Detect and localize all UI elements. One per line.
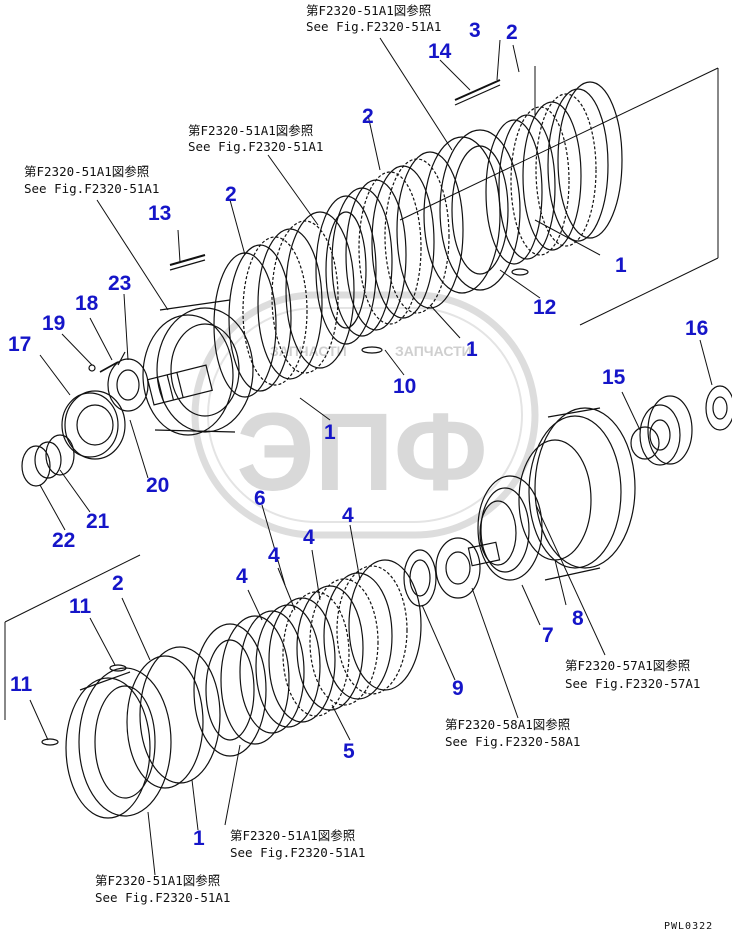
callout-6: 6: [254, 487, 266, 510]
callout-13: 13: [148, 202, 171, 225]
reference-labels: 第F2320-51A1図参照 See Fig.F2320-51A1 第F2320…: [24, 3, 700, 905]
clutch-pack-middle: [315, 151, 464, 354]
callout-11-b: 11: [10, 673, 33, 696]
callout-2-upper-left: 2: [225, 183, 237, 206]
callout-20: 20: [146, 474, 169, 497]
ref-jp-5: 第F2320-58A1図参照: [445, 717, 570, 732]
callout-5: 5: [343, 740, 355, 763]
lower-assembly: [4, 554, 422, 819]
callout-15: 15: [602, 366, 626, 389]
callout-21: 21: [86, 510, 110, 533]
callout-1-top-right: 1: [615, 254, 627, 277]
callout-2-lower: 2: [112, 572, 124, 595]
callout-22: 22: [52, 529, 75, 552]
housing-upper: [423, 79, 529, 294]
callout-11-a: 11: [69, 595, 92, 618]
gear-15: [630, 395, 693, 466]
small-parts-cluster: [21, 351, 149, 487]
callout-4-d: 4: [236, 565, 248, 588]
watermark-left-text: ЗАПЧАСТИ: [270, 343, 347, 359]
drawing-code: PWL0322: [664, 921, 713, 932]
callout-12: 12: [533, 296, 556, 319]
callout-4-b: 4: [303, 526, 315, 549]
shaft-spline: [147, 364, 213, 406]
clutch-pack-lower: [193, 559, 422, 757]
ref-en-1: See Fig.F2320-51A1: [306, 19, 441, 34]
callout-2-top: 2: [506, 21, 518, 44]
callout-2-upper-mid: 2: [362, 105, 374, 128]
ref-jp-4: 第F2320-57A1図参照: [565, 658, 690, 673]
ref-jp-6: 第F2320-51A1図参照: [230, 828, 355, 843]
ref-jp-1: 第F2320-51A1図参照: [306, 3, 431, 18]
ref-en-5: See Fig.F2320-58A1: [445, 734, 580, 749]
callout-23: 23: [108, 272, 131, 295]
housing-main-left: [142, 254, 254, 436]
callout-7: 7: [542, 624, 554, 647]
ref-en-2: See Fig.F2320-51A1: [188, 139, 323, 154]
callout-3: 3: [469, 19, 481, 42]
callout-14: 14: [428, 40, 452, 63]
ref-jp-7: 第F2320-51A1図参照: [95, 873, 220, 888]
ref-en-6: See Fig.F2320-51A1: [230, 845, 365, 860]
upper-assembly: [21, 67, 719, 487]
callout-4-a: 4: [342, 504, 354, 527]
bearing-16: [705, 385, 732, 431]
leader-lines: [29, 37, 713, 876]
ref-en-3: See Fig.F2320-51A1: [24, 181, 159, 196]
callout-4-c: 4: [268, 544, 280, 567]
watermark: ЭПФ ЗАПЧАСТИ ЗАПЧАСТИ: [191, 291, 539, 539]
callout-16: 16: [685, 317, 708, 340]
ref-en-4: See Fig.F2320-57A1: [565, 676, 700, 691]
clutch-pack-top-right: [485, 81, 623, 265]
callout-9: 9: [452, 677, 464, 700]
piston-7: [477, 475, 543, 581]
callout-18: 18: [75, 292, 99, 315]
callout-1-bottom: 1: [193, 827, 205, 850]
callout-1-mid: 1: [466, 338, 478, 361]
ref-jp-2: 第F2320-51A1図参照: [188, 123, 313, 138]
callout-numbers: 3 2 14 2 13 2 23 18 19 17 12 1 1 10 1 16…: [8, 19, 708, 850]
watermark-logo: ЭПФ: [236, 391, 487, 514]
watermark-right-text: ЗАПЧАСТИ: [395, 343, 472, 359]
ref-jp-3: 第F2320-51A1図参照: [24, 164, 149, 179]
callout-10: 10: [393, 375, 416, 398]
hub-9: [403, 537, 501, 607]
housing-lower: [41, 646, 221, 819]
ref-en-7: See Fig.F2320-51A1: [95, 890, 230, 905]
callout-8: 8: [572, 607, 584, 630]
callout-19: 19: [42, 312, 65, 335]
callout-17: 17: [8, 333, 31, 356]
callout-1-left: 1: [324, 421, 336, 444]
